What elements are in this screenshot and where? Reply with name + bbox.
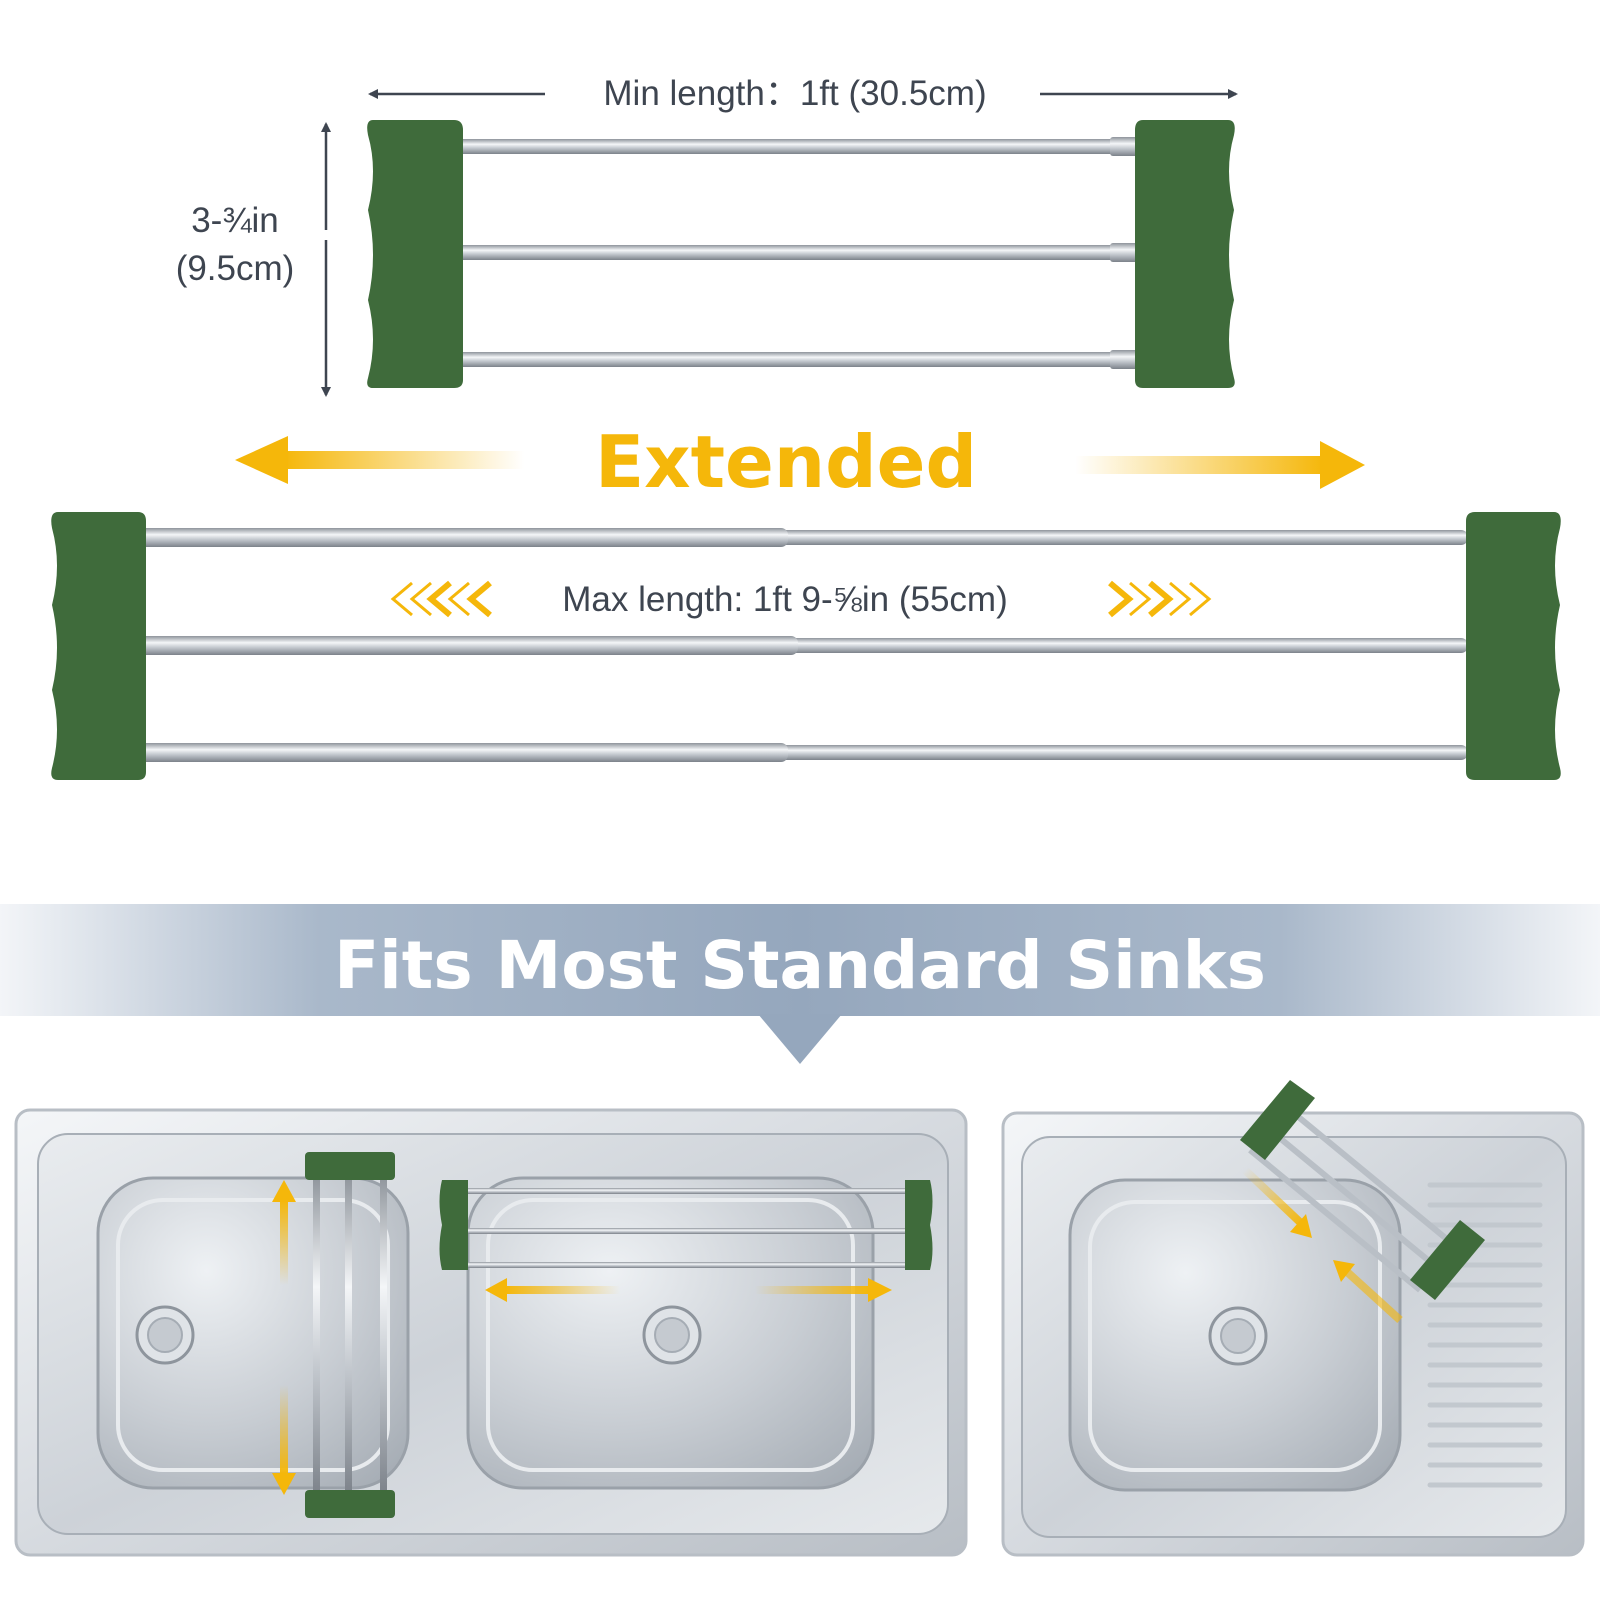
fits-banner: Fits Most Standard Sinks (0, 904, 1600, 1064)
diagonal-rack (1240, 1080, 1485, 1323)
rack-end-cap (51, 512, 146, 780)
compact-rack (367, 120, 1235, 388)
min-length-dimension: Min length：1ft (30.5cm) (368, 74, 1238, 113)
horizontal-rack (439, 1180, 933, 1302)
rack-end-cap (367, 120, 463, 388)
min-length-label: Min length：1ft (30.5cm) (603, 74, 986, 113)
rack-end-cap (1135, 120, 1235, 388)
arrow-left-icon (235, 436, 524, 484)
extended-label: Extended (595, 420, 977, 504)
chevrons-left-icon (390, 580, 492, 618)
extended-header: Extended (235, 420, 1365, 504)
height-dimension: 3-¾in (9.5cm) (176, 122, 331, 397)
height-label-cm: (9.5cm) (176, 249, 295, 288)
vertical-rack (272, 1152, 395, 1518)
arrow-right-icon (1075, 441, 1365, 489)
height-label-inches: 3-¾in (191, 201, 279, 240)
max-length-label: Max length: 1ft 9-⅝in (55cm) (562, 580, 1007, 619)
double-sink-illustration (14, 1108, 968, 1557)
banner-title: Fits Most Standard Sinks (334, 927, 1266, 1004)
triangle-down-icon (758, 1014, 842, 1064)
single-sink-illustration (1001, 1080, 1585, 1557)
extended-rack: Max length: 1ft 9-⅝in (55cm) (51, 512, 1561, 780)
chevrons-right-icon (1108, 580, 1212, 618)
rack-end-cap (1466, 512, 1561, 780)
